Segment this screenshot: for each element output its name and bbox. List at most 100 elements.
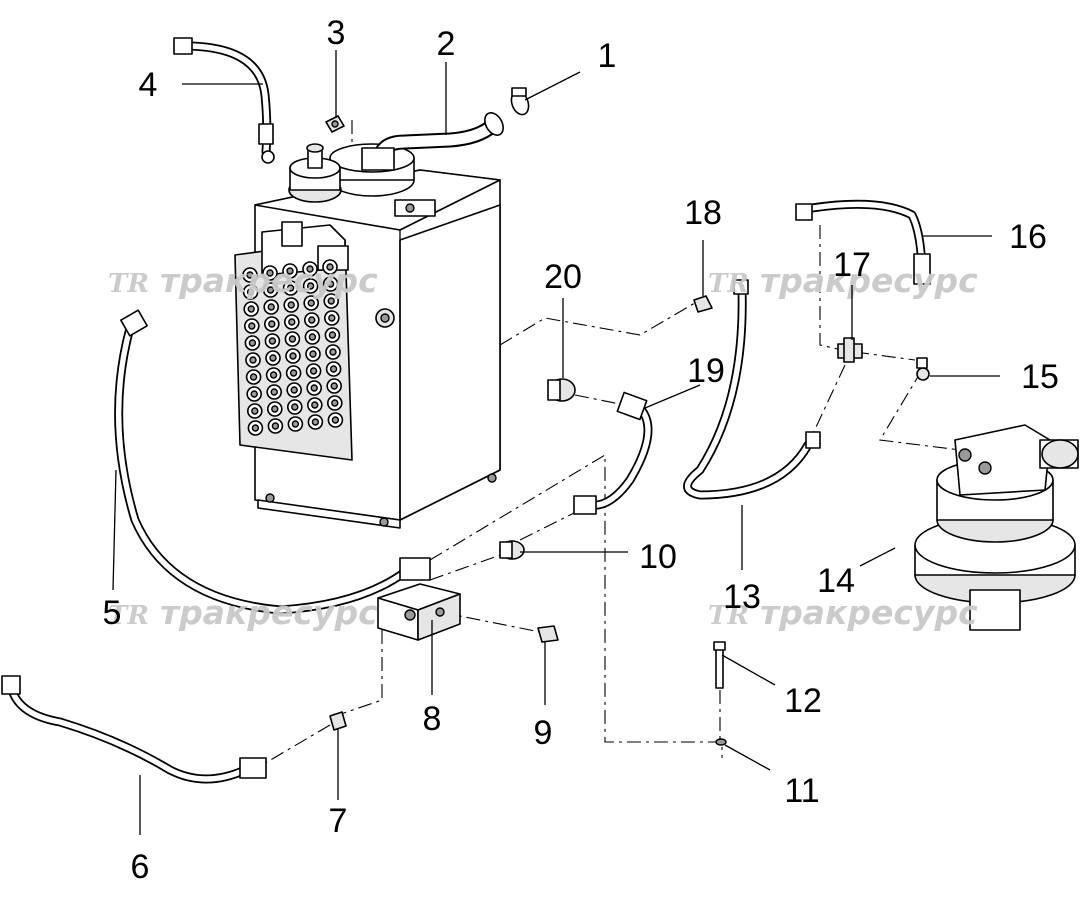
callout-1: 1 <box>598 37 617 75</box>
part-18-fitting <box>693 295 713 313</box>
part-5-hose <box>114 309 431 615</box>
callout-14: 14 <box>817 562 855 600</box>
callout-19: 19 <box>687 352 725 390</box>
valve-port-core <box>306 265 314 273</box>
callout-10: 10 <box>639 538 677 576</box>
valve-port-core <box>326 280 335 288</box>
valve-port-core <box>271 422 280 430</box>
watermark-4: TR тракресурс <box>708 593 978 632</box>
callout-15: 15 <box>1021 358 1059 396</box>
valve-port-core <box>286 267 294 275</box>
part-20-fitting <box>547 378 576 402</box>
watermark-logo: TR <box>708 269 749 299</box>
part-11-washer <box>715 738 727 746</box>
watermark-text: тракресурс <box>760 593 978 632</box>
part-6-hose <box>1 675 267 784</box>
valve-port-core <box>308 333 317 341</box>
callout-17: 17 <box>833 246 871 284</box>
valve-port-core <box>248 322 256 330</box>
valve-port-core <box>269 371 278 379</box>
valve-port-core <box>251 407 259 415</box>
watermark-logo: TR <box>108 601 149 631</box>
leader-lines <box>112 50 1000 835</box>
valve-port-core <box>290 386 298 394</box>
part-4-hose <box>173 37 275 164</box>
valve-port-core <box>269 354 277 362</box>
watermark-logo: TR <box>108 269 149 299</box>
part-17-tee <box>837 337 863 363</box>
valve-port-core <box>331 416 340 424</box>
valve-port-core <box>307 299 315 307</box>
valve-port-core <box>246 288 255 296</box>
watermark-1: TR тракресурс <box>108 261 378 300</box>
watermark-text: тракресурс <box>160 593 378 632</box>
watermarks: TR тракресурс TR тракресурс TR тракресур… <box>108 261 978 632</box>
part-19-hose <box>573 391 653 515</box>
part-8-block <box>377 583 461 641</box>
valve-port-core <box>250 390 258 398</box>
part-1-clamp <box>510 87 530 116</box>
valve-port-core <box>310 384 318 392</box>
valve-port-core <box>268 337 277 345</box>
valve-port-core <box>286 284 295 292</box>
callout-numbers: 1 2 3 4 5 6 7 8 9 10 11 12 13 14 15 16 1… <box>103 14 1059 886</box>
callout-5: 5 <box>103 594 122 632</box>
part-3-fitting <box>325 115 345 133</box>
valve-port-core <box>249 356 257 364</box>
part-2-hose <box>361 112 504 171</box>
valve-port-core <box>287 301 295 309</box>
valve-port-core <box>309 367 318 375</box>
valve-port-core <box>309 350 317 358</box>
callout-3: 3 <box>327 14 346 52</box>
callout-11: 11 <box>784 772 819 810</box>
part-12-bolt <box>713 641 726 689</box>
watermark-3: TR тракресурс <box>108 593 378 632</box>
valve-port-core <box>247 305 255 313</box>
valve-port-core <box>267 303 275 311</box>
valve-port-core <box>266 269 274 277</box>
part-14-motor <box>914 424 1079 631</box>
valve-port-core <box>306 282 315 290</box>
valve-port-core <box>326 263 334 271</box>
valve-port-core <box>268 320 276 328</box>
part-9-fitting <box>537 625 559 643</box>
valve-port-core <box>289 352 297 360</box>
callout-8: 8 <box>423 700 442 738</box>
valve-port-core <box>266 286 275 294</box>
part-7-fitting <box>329 711 347 731</box>
watermark-2: TR тракресурс <box>708 261 978 300</box>
valve-port-core <box>308 316 316 324</box>
callout-6: 6 <box>131 848 150 886</box>
valve-port-core <box>331 399 339 407</box>
valve-port-core <box>329 365 338 373</box>
callout-18: 18 <box>684 194 722 232</box>
watermark-logo: TR <box>708 601 749 631</box>
callout-12: 12 <box>784 682 822 720</box>
watermark-text: тракресурс <box>160 261 378 300</box>
valve-port-core <box>289 369 298 377</box>
callout-13: 13 <box>723 578 761 616</box>
control-valve <box>234 221 353 461</box>
valve-port-core <box>249 373 258 381</box>
callout-20: 20 <box>544 258 582 296</box>
callout-16: 16 <box>1009 218 1047 256</box>
watermark-text: тракресурс <box>760 261 978 300</box>
valve-port-core <box>311 418 320 426</box>
valve-port-core <box>330 382 338 390</box>
valve-port-core <box>251 424 260 432</box>
part-13-hose <box>683 279 821 500</box>
valve-port-core <box>329 348 337 356</box>
valve-port-core <box>248 339 257 347</box>
part-16-hose <box>795 199 931 285</box>
valve-port-core <box>291 403 299 411</box>
valve-port-core <box>311 401 319 409</box>
callout-4: 4 <box>139 66 158 104</box>
valve-port-core <box>271 405 279 413</box>
part-15-fitting <box>916 357 930 381</box>
valve-port-core <box>246 271 254 279</box>
callout-7: 7 <box>329 802 348 840</box>
valve-port-core <box>288 318 296 326</box>
valve-port-core <box>328 331 337 339</box>
callout-9: 9 <box>534 714 553 752</box>
